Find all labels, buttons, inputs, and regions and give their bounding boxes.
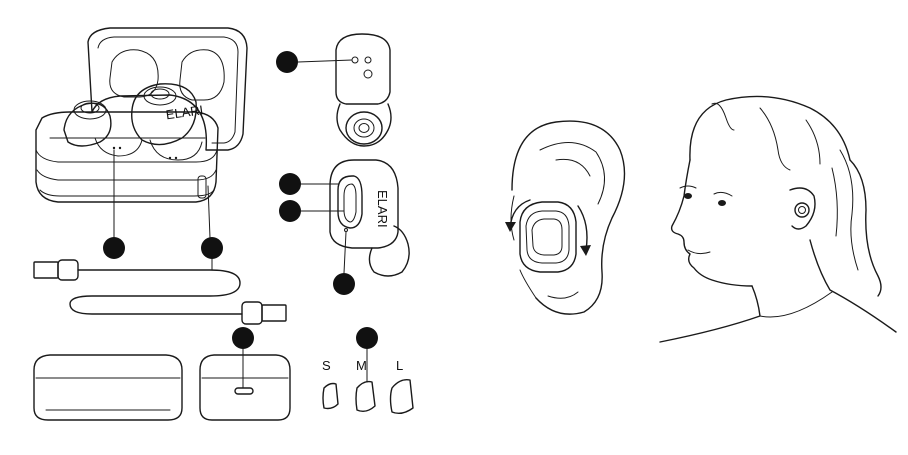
callout-marker <box>279 200 301 222</box>
callout-marker <box>201 237 223 259</box>
closed-case-front <box>34 355 182 420</box>
earbud-side-view: ELARI <box>301 160 409 276</box>
size-label-small: S <box>322 358 331 373</box>
ear-tips: S M L <box>322 349 413 413</box>
earbud-back-view <box>298 34 391 146</box>
callout-marker <box>333 273 355 295</box>
earbud-brand-logo: ELARI <box>375 190 390 228</box>
callout-marker <box>276 51 298 73</box>
ear-with-earbud <box>505 121 625 314</box>
callout-marker <box>103 237 125 259</box>
callout-marker <box>356 327 378 349</box>
head-profile-wearing-earbud <box>660 96 896 342</box>
size-label-medium: M <box>356 358 367 373</box>
usb-cable <box>34 259 286 324</box>
case-brand-logo: ELARI <box>165 102 204 122</box>
ear-tip-small <box>323 384 338 409</box>
callout-marker <box>279 173 301 195</box>
callout-marker <box>232 327 254 349</box>
ear-tip-medium <box>356 382 375 412</box>
open-charging-case: ELARI <box>36 28 247 238</box>
ear-tip-large <box>391 380 414 414</box>
size-label-large: L <box>396 358 403 373</box>
closed-case-back <box>200 349 290 420</box>
